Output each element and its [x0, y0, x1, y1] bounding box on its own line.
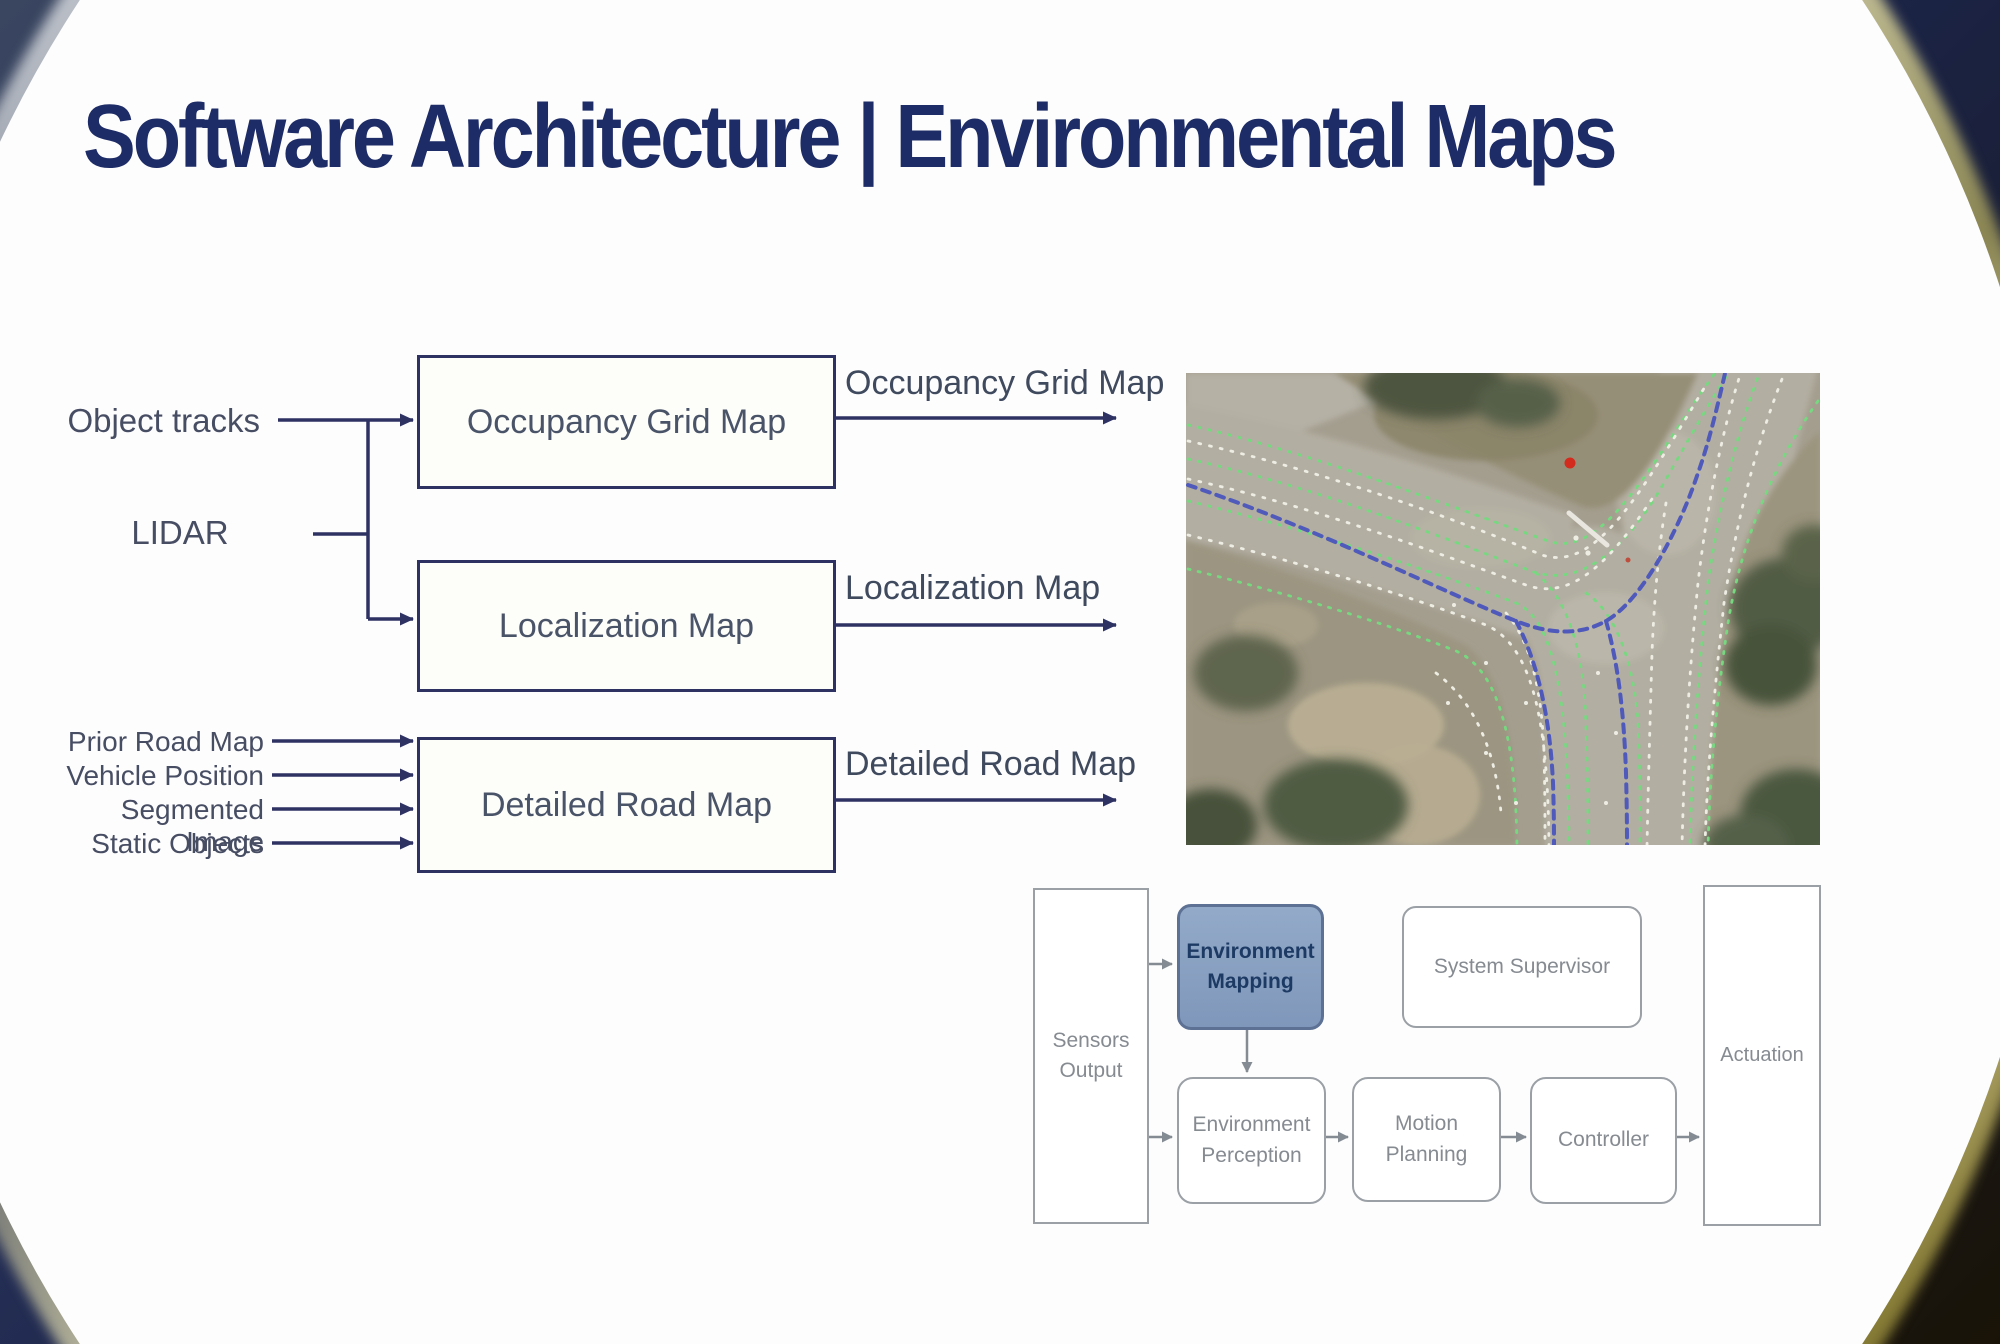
box-detailed-label: Detailed Road Map — [480, 785, 773, 824]
flow-arrows — [272, 411, 1117, 850]
arch-box-motion-planning: Motion Planning — [1352, 1077, 1501, 1202]
map-trees — [1186, 373, 1820, 845]
arch-box-sensors-output: Sensors Output — [1033, 888, 1149, 1224]
map-terrain — [1186, 373, 1820, 845]
label-prior-road-map: Prior Road Map — [67, 726, 264, 757]
label-segmented-image: Segmented Image — [120, 794, 264, 857]
arch-box-system-supervisor: System Supervisor — [1402, 906, 1642, 1028]
slide-title: Software Architecture | Environmental Ma… — [83, 87, 1618, 187]
architecture-arrows — [1145, 958, 1700, 1143]
vehicle-marker — [1566, 510, 1610, 548]
arch-box-environment-perception: Environment Perception — [1177, 1077, 1326, 1204]
vehicle-path-dashes — [1186, 373, 1728, 845]
label-object-tracks: Object tracks — [67, 402, 260, 439]
red-speck — [1625, 557, 1631, 563]
lane-boundary-dots — [1186, 373, 1820, 845]
label-output-localization: Localization Map — [845, 569, 1101, 607]
red-marker-dot — [1564, 457, 1576, 469]
label-output-occupancy: Occupancy Grid Map — [845, 364, 1165, 402]
arch-box-environment-mapping: Environment Mapping — [1177, 904, 1324, 1030]
arch-motion-label: Motion Planning — [1385, 1112, 1468, 1166]
box-localization-map: Localization Map — [417, 560, 836, 692]
arch-controller-label: Controller — [1557, 1128, 1650, 1152]
arch-perception-label: Environment Perception — [1192, 1113, 1311, 1167]
label-lidar: LIDAR — [131, 514, 229, 551]
arch-box-actuation: Actuation — [1703, 885, 1821, 1226]
label-vehicle-position: Vehicle Position — [66, 760, 264, 791]
box-localization-label: Localization Map — [498, 606, 755, 645]
arch-supervisor-label: System Supervisor — [1433, 954, 1611, 978]
box-detailed-road-map: Detailed Road Map — [417, 737, 836, 873]
box-occupancy-grid-map: Occupancy Grid Map — [417, 355, 836, 489]
aerial-map-image — [1186, 373, 1820, 845]
label-output-detailed: Detailed Road Map — [845, 745, 1137, 783]
arch-actuation-label: Actuation — [1720, 1044, 1804, 1066]
box-occupancy-label: Occupancy Grid Map — [466, 402, 787, 441]
arch-box-controller: Controller — [1530, 1077, 1677, 1204]
label-static-objects: Static Objects — [91, 828, 264, 859]
arch-sensors-label: Sensors Output — [1052, 1028, 1130, 1082]
arch-mapping-label: Environment Mapping — [1186, 939, 1315, 993]
scatter-dots — [1446, 535, 1618, 805]
